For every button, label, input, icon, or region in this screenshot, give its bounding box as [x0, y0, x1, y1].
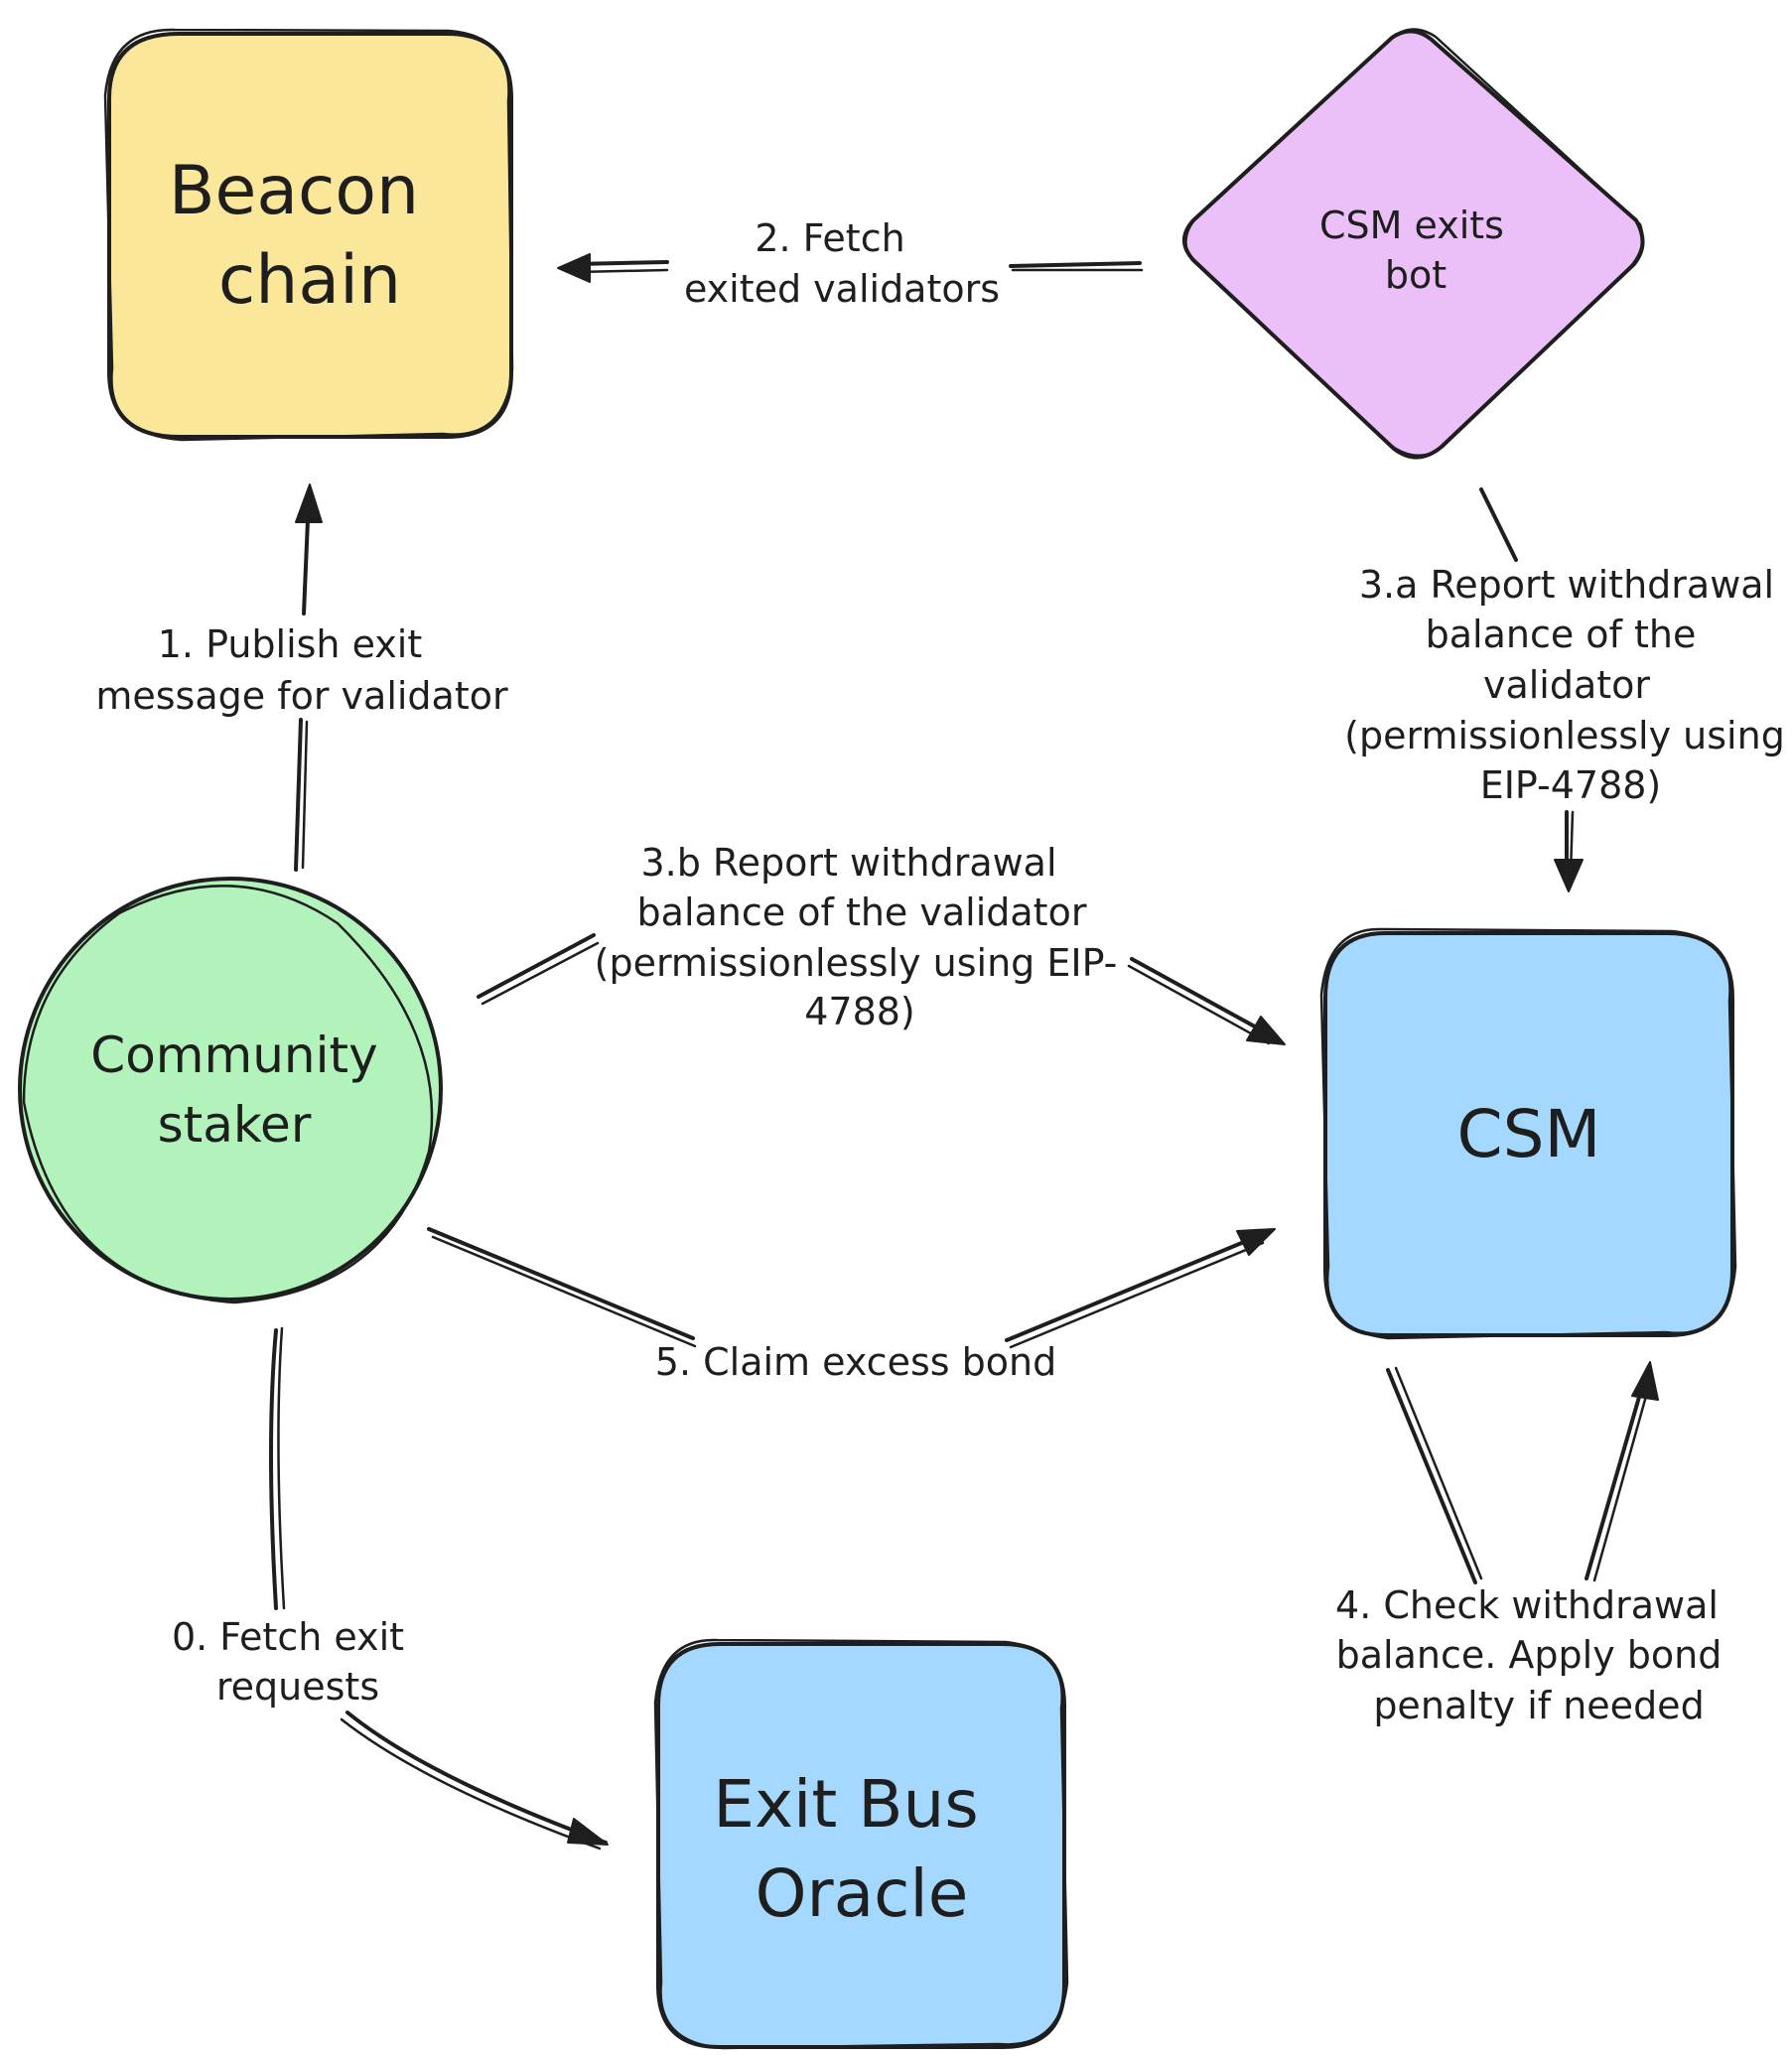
edge-4-arrowhead: [1631, 1361, 1659, 1401]
csm-sketch-outline: [1319, 927, 1737, 1340]
edge-5-line-right-sketch: [1009, 1241, 1265, 1349]
community-staker-title-line2: staker: [158, 1096, 312, 1154]
edge-1-label-line1: 1. Publish exit: [158, 622, 423, 666]
edge-3b-line-right-sketch: [1127, 964, 1271, 1045]
edge-2-line-left-sketch: [576, 268, 669, 274]
exit-bus-oracle-title-line1: Exit Bus: [713, 1766, 978, 1843]
edge-3a-report-withdrawal-bot: 3.a Report withdrawal balance of the val…: [1344, 487, 1785, 892]
beacon-chain-sketch-outline: [103, 28, 514, 442]
community-staker-sketch-outline: [22, 885, 434, 1304]
edge-0-label-line1: 0. Fetch exit: [172, 1615, 404, 1659]
edge-3a-arrowhead: [1554, 859, 1584, 892]
edge-3b-line-right: [1130, 957, 1275, 1038]
edge-3a-label-line5: EIP-4788): [1480, 763, 1662, 807]
edge-0-arrowhead: [567, 1818, 609, 1846]
csm-exits-bot-sketch-outline: [1184, 28, 1644, 458]
edge-3a-label-line2: balance of the: [1426, 613, 1697, 656]
edge-2-line-right: [1009, 261, 1142, 268]
edge-5-claim-excess-bond: 5. Claim excess bond: [427, 1227, 1276, 1384]
edge-4-line-down: [1386, 1368, 1477, 1584]
edge-1-arrowhead: [295, 483, 323, 523]
edge-2-arrowhead: [557, 253, 591, 283]
edge-0-fetch-exit-requests: 0. Fetch exit requests: [172, 1326, 609, 1850]
edge-3b-line-left-sketch: [481, 941, 600, 1006]
edge-1-publish-exit-message: 1. Publish exit message for validator: [95, 483, 508, 872]
edge-3b-line-left: [477, 933, 596, 999]
edge-3b-label-line3: (permissionlessly using EIP-: [595, 941, 1118, 985]
edge-0-line: [269, 1328, 278, 1610]
community-staker-node: Community staker: [18, 877, 443, 1304]
edge-3a-label-line1: 3.a Report withdrawal: [1359, 563, 1774, 607]
exit-bus-oracle-title-line2: Oracle: [756, 1855, 969, 1932]
csm-node: CSM: [1319, 927, 1737, 1340]
edge-3a-line-upper: [1479, 487, 1518, 562]
edge-1-line-lower-sketch: [301, 720, 309, 870]
edge-5-line-left-sketch: [431, 1235, 697, 1348]
edge-2-label-line2: exited validators: [684, 267, 1000, 311]
edge-4-label-line2: balance. Apply bond: [1336, 1633, 1723, 1677]
csm-title: CSM: [1457, 1096, 1601, 1172]
edge-3a-label-line3: validator: [1483, 663, 1650, 707]
csm-exits-bot-node: CSM exits bot: [1182, 28, 1645, 460]
edge-0-label-line2: requests: [216, 1665, 379, 1709]
beacon-chain-node: Beacon chain: [103, 28, 514, 442]
edge-3a-label-line4: (permissionlessly using: [1344, 714, 1785, 757]
edge-2-line-left: [574, 260, 669, 266]
edge-0-curve-sketch: [340, 1717, 602, 1850]
edge-4-line-up-sketch: [1592, 1380, 1652, 1582]
exit-bus-oracle-sketch-outline: [653, 1638, 1069, 2050]
exit-bus-oracle-node: Exit Bus Oracle: [653, 1638, 1069, 2050]
exit-bus-oracle-shape: [656, 1642, 1066, 2049]
beacon-chain-title-line2: chain: [218, 241, 401, 320]
edge-1-line-lower: [294, 718, 303, 872]
edge-3b-label-line4: 4788): [804, 990, 915, 1033]
edge-4-label-line1: 4. Check withdrawal: [1335, 1583, 1719, 1627]
beacon-chain-title-line1: Beacon: [169, 152, 419, 230]
csm-exits-bot-title-line1: CSM exits: [1319, 204, 1504, 247]
edge-5-arrowhead: [1236, 1228, 1276, 1256]
edge-4-check-withdrawal-balance: 4. Check withdrawal balance. Apply bond …: [1335, 1361, 1723, 1727]
csm-exits-bot-title-line2: bot: [1385, 253, 1447, 297]
edge-4-line-down-sketch: [1394, 1366, 1483, 1580]
edge-0-curve: [345, 1711, 608, 1845]
edge-4-line-up: [1585, 1378, 1646, 1580]
edge-2-fetch-exited-validators: 2. Fetch exited validators: [557, 216, 1144, 311]
edge-2-label-line1: 2. Fetch: [755, 216, 904, 260]
edge-5-label: 5. Claim excess bond: [655, 1340, 1056, 1384]
beacon-chain-shape: [107, 32, 513, 439]
edge-5-line-left: [427, 1227, 695, 1340]
edge-3b-arrowhead: [1246, 1016, 1286, 1045]
edge-1-label-line2: message for validator: [95, 674, 508, 718]
edge-3b-label-line2: balance of the validator: [637, 890, 1087, 934]
edge-0-line-sketch: [277, 1326, 286, 1610]
edge-3b-label-line1: 3.b Report withdrawal: [640, 841, 1056, 885]
edge-4-label-line3: penalty if needed: [1373, 1684, 1704, 1727]
community-staker-shape: [18, 877, 443, 1302]
edge-3b-report-withdrawal-staker: 3.b Report withdrawal balance of the val…: [477, 841, 1286, 1045]
edge-5-line-right: [1005, 1233, 1263, 1342]
community-staker-title-line1: Community: [90, 1027, 377, 1084]
